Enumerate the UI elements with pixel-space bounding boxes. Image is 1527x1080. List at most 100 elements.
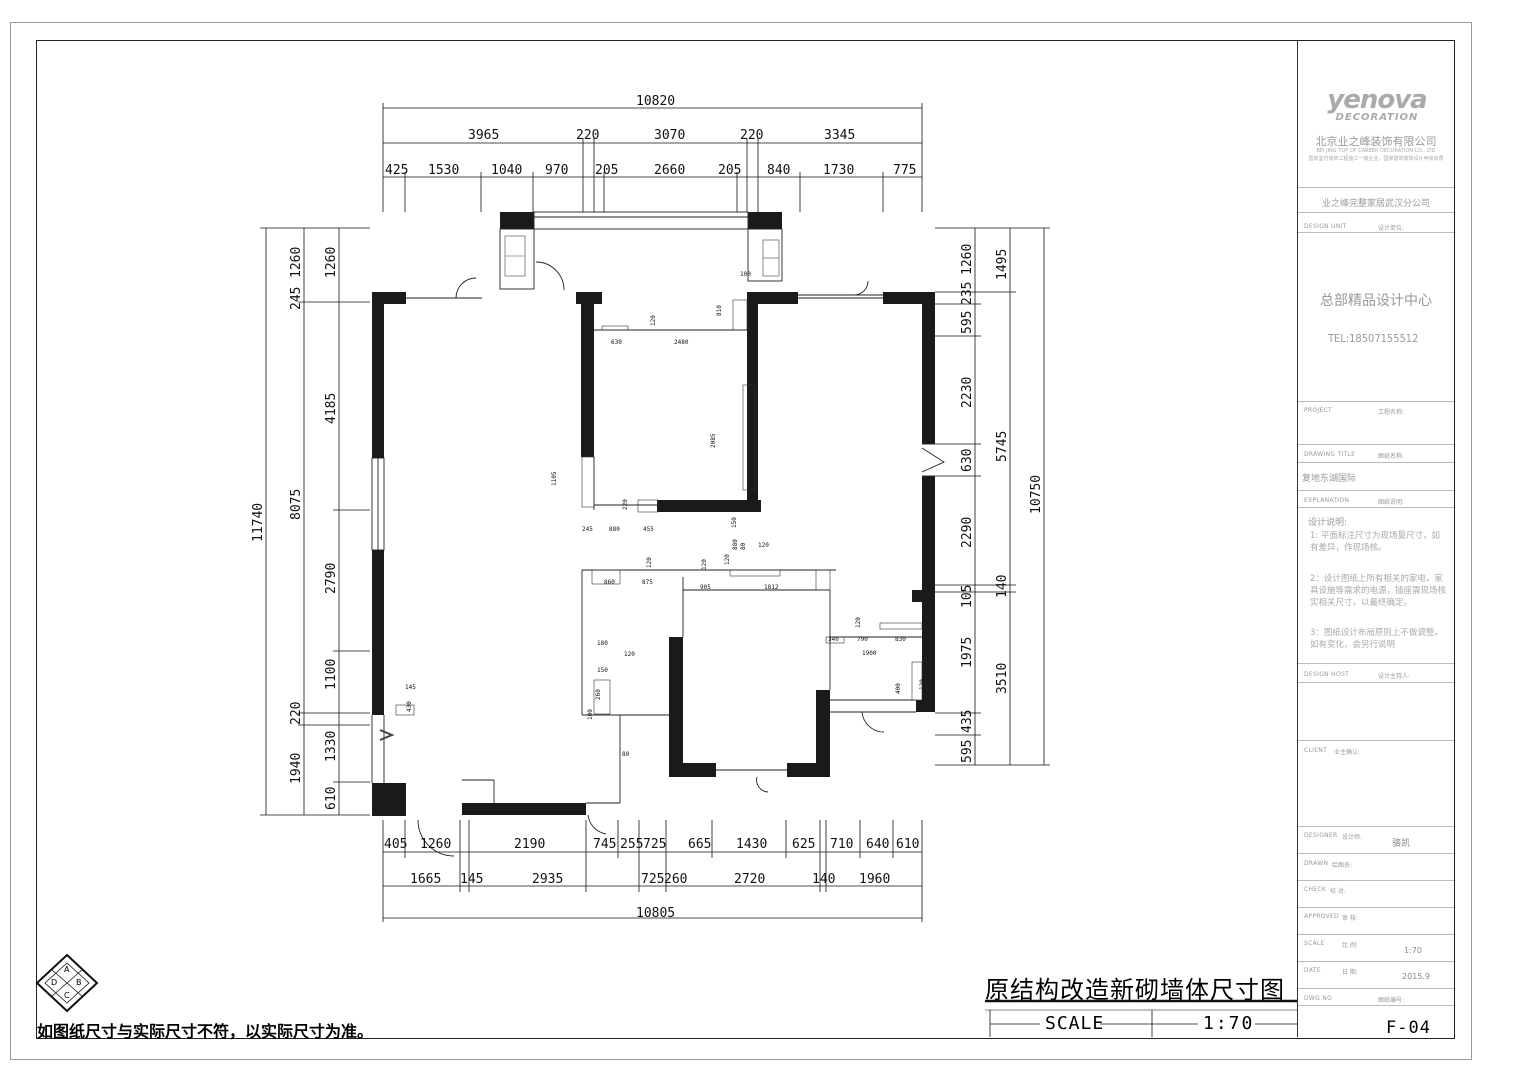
dim-bottom-small-1: 405 — [384, 837, 407, 852]
dim-left-small-1: 1260 — [289, 247, 304, 278]
dim-bottom-small-4: 745 — [593, 837, 616, 852]
dim-bottom-mid-4: 725 — [641, 872, 664, 887]
dim-right-small-5: 630 — [960, 449, 975, 472]
drawing-title-label: DRAWING TITLE — [1304, 451, 1356, 458]
tb-divider — [1298, 462, 1454, 463]
dim-interior: 150 — [597, 667, 608, 674]
logo-brand: yenova — [1327, 85, 1427, 115]
tb-divider — [1298, 907, 1454, 908]
drawn-label: DRAWN — [1304, 860, 1329, 867]
new-brick-walls — [395, 299, 923, 716]
dim-bottom-small-10: 710 — [830, 837, 853, 852]
dim-right-small-8: 1975 — [960, 637, 975, 668]
dim-interior: 220 — [622, 499, 629, 510]
walls — [372, 212, 935, 816]
dim-right-small-7: 105 — [960, 585, 975, 608]
company-logo: yenova DECORATION — [1318, 85, 1436, 123]
dim-top-small-6: 2660 — [654, 163, 685, 178]
dim-top-small-9: 1730 — [823, 163, 854, 178]
dim-interior: 120 — [650, 315, 657, 326]
dim-top-mid-3: 3070 — [654, 128, 685, 143]
tb-divider — [1298, 826, 1454, 827]
dim-left-small-4: 2790 — [324, 563, 339, 594]
client-label: CLIENT — [1304, 747, 1328, 754]
dim-interior: 1105 — [551, 471, 558, 486]
explanation-sub: 图纸说明: — [1378, 499, 1405, 506]
dim-left-mid-3: 220 — [289, 702, 304, 725]
dim-top-small-5: 205 — [595, 163, 618, 178]
date-value: 2015.9 — [1402, 972, 1430, 981]
dim-interior: 1812 — [764, 584, 779, 591]
dim-top-small-2: 1530 — [428, 163, 459, 178]
designer-sub: 设计师: — [1342, 834, 1363, 841]
tb-divider — [1298, 880, 1454, 881]
dim-interior: 150 — [731, 517, 738, 528]
scale-sub-tb: 比 例: — [1342, 942, 1358, 949]
tb-divider — [1298, 507, 1454, 508]
dim-bottom-mid-8: 1960 — [859, 872, 890, 887]
dim-interior: 120 — [758, 542, 769, 549]
interior-dimensions: 810 100 120 630 2480 2085 1105 245 880 4… — [405, 271, 926, 758]
note-item: 2：设计图纸上所有相关的家电，家具设施等需求的电源，插座需现场核实相关尺寸，以最… — [1310, 574, 1447, 608]
dim-bottom-small-8: 1430 — [736, 837, 767, 852]
dim-interior: 400 — [895, 683, 902, 694]
dim-bottom-mid-3: 2935 — [532, 872, 563, 887]
dim-right-mid-3: 140 — [995, 575, 1010, 598]
dim-interior: 1900 — [862, 650, 877, 657]
dimension-lines — [260, 103, 1050, 922]
dim-bottom-mid-7: 140 — [812, 872, 835, 887]
tb-divider — [1298, 961, 1454, 962]
dim-left-small-6: 1330 — [324, 731, 339, 762]
dim-top-small-4: 970 — [545, 163, 568, 178]
dim-interior: 2480 — [674, 339, 689, 346]
dim-interior: 120 — [855, 617, 862, 628]
dim-interior: 120 — [919, 679, 926, 690]
date-label: DATE — [1304, 967, 1321, 974]
dim-bottom-small-9: 625 — [792, 837, 815, 852]
drawing-number: F-04 — [1386, 1018, 1431, 1038]
designer-label: DESIGNER — [1304, 832, 1338, 839]
dim-left-small-2: 1260 — [324, 247, 339, 278]
dim-interior: 905 — [700, 584, 711, 591]
tb-divider — [1298, 490, 1454, 491]
dim-right-small-6: 2290 — [960, 517, 975, 548]
tb-divider — [1298, 187, 1454, 188]
design-host-sub: 设计主持人: — [1378, 673, 1411, 680]
tb-divider — [1298, 232, 1454, 233]
telephone: TEL:18507155512 — [1328, 332, 1419, 345]
dim-top-small-10: 775 — [893, 163, 916, 178]
dim-top-mid-2: 220 — [576, 128, 599, 143]
dim-interior: 120 — [724, 554, 731, 565]
dimension-labels: 10820 3965 220 3070 220 3345 425 1530 10… — [251, 94, 1044, 921]
approved-label: APPROVED — [1304, 913, 1340, 920]
dim-interior: 810 — [716, 305, 723, 316]
dim-top-mid-5: 3345 — [824, 128, 855, 143]
dim-interior: 875 — [642, 579, 653, 586]
dim-left-small-7: 610 — [324, 787, 339, 810]
dim-right-total: 10750 — [1029, 475, 1044, 514]
dim-top-small-3: 1040 — [491, 163, 522, 178]
branch-name: 业之峰完整家居武汉分公司 — [1321, 199, 1430, 209]
note-item: 1: 平面标注尺寸为现场量尺寸，如有差异，作现场核。 — [1310, 531, 1440, 553]
tb-divider — [1298, 1005, 1454, 1006]
dim-left-small-3: 4185 — [324, 393, 339, 424]
dim-interior: 80 — [740, 542, 747, 550]
title-block: yenova DECORATION 北京业之峰装饰有限公司 BEI JING T… — [1297, 40, 1454, 1037]
design-host-label: DESIGN HOST — [1304, 671, 1350, 678]
dim-left-total: 11740 — [251, 503, 266, 542]
dim-interior: 260 — [595, 689, 602, 700]
dim-interior: 245 — [582, 526, 593, 533]
dim-interior: 180 — [597, 640, 608, 647]
compass-letter-a: A — [64, 965, 70, 974]
dim-interior: 2085 — [710, 433, 717, 448]
dim-right-small-2: 235 — [960, 282, 975, 305]
dim-right-mid-2: 5745 — [995, 431, 1010, 462]
dim-interior: 340 — [828, 636, 839, 643]
drawn-sub: 绘图员: — [1332, 862, 1353, 869]
dim-right-mid-4: 3510 — [995, 663, 1010, 694]
disclaimer-note: 如图纸尺寸与实际尺寸不符，以实际尺寸为准。 — [37, 1022, 374, 1041]
dwgno-sub: 图纸编号: — [1378, 997, 1405, 1004]
dim-interior: 100 — [587, 709, 594, 720]
dim-interior: 120 — [624, 651, 635, 658]
